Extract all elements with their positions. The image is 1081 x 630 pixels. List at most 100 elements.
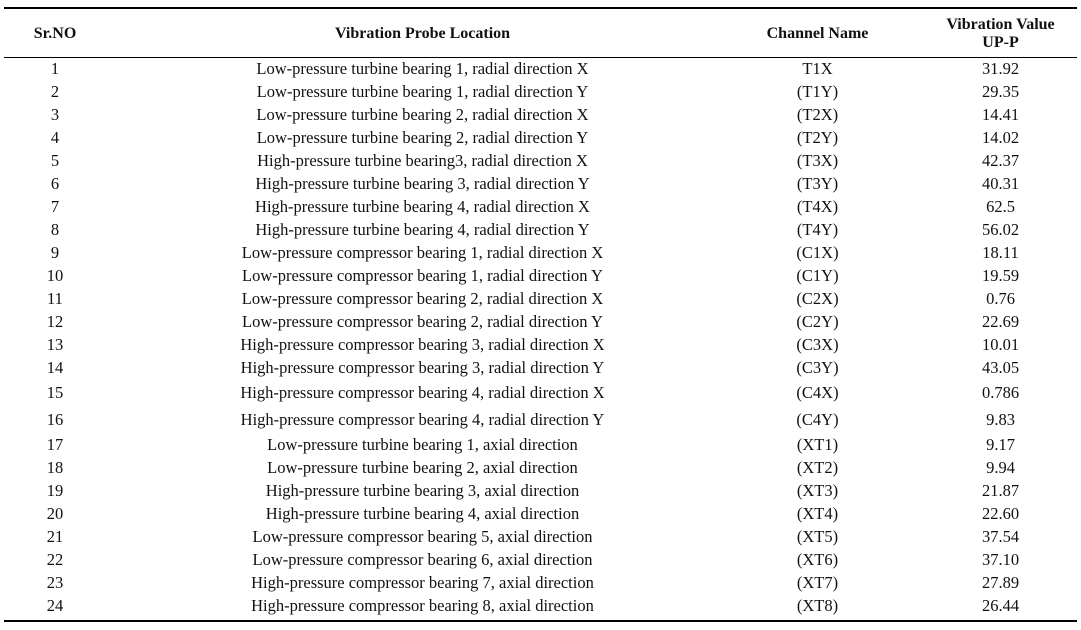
header-rule (4, 57, 1077, 58)
cell-value: 9.17 (986, 435, 1015, 454)
cell-location: Low-pressure compressor bearing 1, radia… (241, 243, 604, 262)
cell-value: 37.10 (981, 550, 1020, 569)
cell-channel: (C4Y) (796, 410, 839, 429)
cell-value: 27.89 (981, 573, 1020, 592)
cell-value: 18.11 (982, 243, 1019, 262)
cell-location: High-pressure compressor bearing 4, radi… (240, 383, 605, 402)
cell-channel: (XT7) (796, 573, 839, 592)
cell-channel: (XT3) (796, 481, 839, 500)
cell-sr-no: 3 (50, 105, 60, 124)
cell-channel: (C2X) (796, 289, 839, 308)
cell-location: High-pressure compressor bearing 7, axia… (251, 573, 594, 592)
cell-location: High-pressure compressor bearing 4, radi… (240, 410, 605, 429)
cell-location: Low-pressure turbine bearing 2, axial di… (267, 458, 578, 477)
cell-value: 56.02 (981, 220, 1020, 239)
table-row: 6 High-pressure turbine bearing 3, radial… (0, 172, 1081, 195)
cell-value: 26.44 (981, 596, 1020, 615)
cell-sr-no: 13 (46, 335, 64, 354)
cell-sr-no: 1 (50, 59, 60, 78)
cell-value: 21.87 (981, 481, 1020, 500)
cell-sr-no: 19 (46, 481, 64, 500)
table-row: 21 Low-pressure compressor bearing 5, axi… (0, 525, 1081, 548)
cell-location: Low-pressure compressor bearing 2, radia… (242, 312, 603, 331)
cell-sr-no: 7 (50, 197, 60, 216)
cell-sr-no: 4 (50, 128, 60, 147)
cell-sr-no: 16 (46, 410, 64, 429)
cell-value: 14.02 (981, 128, 1020, 147)
cell-value: 9.83 (986, 410, 1015, 429)
cell-location: High-pressure turbine bearing 3, radial … (255, 174, 590, 193)
cell-value: 62.5 (986, 197, 1015, 216)
cell-value: 14.41 (981, 105, 1020, 124)
cell-location: High-pressure turbine bearing 4, radial … (255, 220, 590, 239)
cell-location: Low-pressure turbine bearing 1, radial d… (256, 59, 589, 78)
header-row: Sr.NO Vibration Probe Location Channel N… (0, 10, 1081, 57)
cell-value: 29.35 (981, 82, 1020, 101)
cell-location: Low-pressure compressor bearing 1, radia… (242, 266, 603, 285)
cell-location: High-pressure compressor bearing 8, axia… (251, 596, 594, 615)
cell-value: 37.54 (981, 527, 1020, 546)
cell-channel: (XT5) (796, 527, 839, 546)
cell-value: 22.69 (981, 312, 1020, 331)
cell-channel: (C1X) (796, 243, 839, 262)
cell-sr-no: 8 (50, 220, 60, 239)
cell-location: High-pressure compressor bearing 3, radi… (240, 335, 605, 354)
cell-location: High-pressure turbine bearing 4, radial … (255, 197, 590, 216)
vibration-table: Sr.NO Vibration Probe Location Channel N… (0, 10, 1081, 617)
top-rule (4, 7, 1077, 9)
cell-sr-no: 17 (46, 435, 64, 454)
cell-sr-no: 2 (50, 82, 60, 101)
header-value-line2: UP-P (982, 33, 1019, 51)
table-row: 18 Low-pressure turbine bearing 2, axial … (0, 456, 1081, 479)
cell-channel: (T3Y) (796, 174, 839, 193)
cell-location: Low-pressure compressor bearing 5, axial… (252, 527, 593, 546)
cell-value: 0.76 (986, 289, 1015, 308)
bottom-rule (4, 620, 1077, 622)
cell-sr-no: 18 (46, 458, 64, 477)
cell-sr-no: 21 (46, 527, 64, 546)
cell-location: Low-pressure turbine bearing 2, radial d… (256, 105, 589, 124)
header-value-line1: Vibration Value (946, 15, 1055, 33)
cell-location: High-pressure turbine bearing 4, axial d… (265, 504, 580, 523)
cell-channel: (C3Y) (796, 358, 839, 377)
cell-sr-no: 6 (50, 174, 60, 193)
cell-sr-no: 9 (50, 243, 60, 262)
table-row: 14 High-pressure compressor bearing 3, ra… (0, 356, 1081, 379)
cell-sr-no: 14 (46, 358, 64, 377)
cell-channel: (XT6) (796, 550, 839, 569)
table-row: 10 Low-pressure compressor bearing 1, rad… (0, 264, 1081, 287)
cell-sr-no: 15 (46, 383, 64, 402)
cell-channel: (XT1) (796, 435, 839, 454)
cell-channel: (T1Y) (796, 82, 839, 101)
table-row: 7 High-pressure turbine bearing 4, radial… (0, 195, 1081, 218)
cell-channel: (T4X) (796, 197, 839, 216)
cell-value: 42.37 (981, 151, 1020, 170)
cell-channel: (XT8) (796, 596, 839, 615)
cell-channel: (T3X) (796, 151, 839, 170)
cell-channel: (T2X) (796, 105, 839, 124)
cell-value: 22.60 (981, 504, 1020, 523)
cell-value: 0.786 (981, 383, 1020, 402)
table-row: 16 High-pressure compressor bearing 4, ra… (0, 406, 1081, 433)
cell-channel: T1X (802, 59, 833, 78)
cell-sr-no: 24 (46, 596, 64, 615)
cell-location: High-pressure turbine bearing3, radial d… (257, 151, 588, 170)
cell-sr-no: 10 (46, 266, 64, 285)
table-row: 1 Low-pressure turbine bearing 1, radial … (0, 57, 1081, 80)
cell-location: Low-pressure compressor bearing 6, axial… (252, 550, 593, 569)
cell-channel: (C2Y) (796, 312, 839, 331)
cell-location: High-pressure compressor bearing 3, radi… (240, 358, 605, 377)
cell-value: 40.31 (981, 174, 1020, 193)
table-row: 9 Low-pressure compressor bearing 1, radi… (0, 241, 1081, 264)
cell-value: 10.01 (981, 335, 1020, 354)
cell-value: 31.92 (981, 59, 1020, 78)
